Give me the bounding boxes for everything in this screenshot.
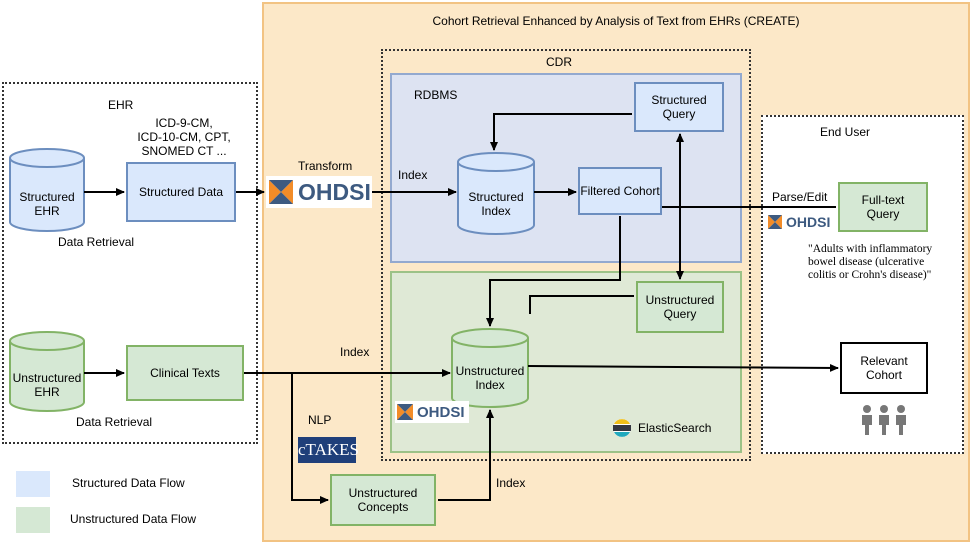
legend-unstructured-label: Unstructured Data Flow	[70, 512, 197, 526]
end-user-container	[761, 115, 964, 454]
unstructured-concepts-box: Unstructured Concepts	[330, 474, 436, 526]
nlp-label: NLP	[308, 413, 332, 427]
legend-structured-label: Structured Data Flow	[72, 476, 185, 490]
rdbms-region	[390, 73, 742, 263]
example-query-text: "Adults with inflammatory bowel disease …	[808, 243, 933, 281]
create-title: Cohort Retrieval Enhanced by Analysis of…	[432, 14, 800, 28]
arrow-concepts-to-index	[438, 409, 494, 501]
cdr-label: CDR	[546, 55, 572, 69]
ohdsi-wordmark: OHDSI	[417, 403, 465, 421]
codes-label: ICD-9-CM, ICD-10-CM, CPT, SNOMED CT ...	[137, 116, 231, 158]
ohdsi-logo-end-user: OHDSI	[766, 212, 836, 232]
data-retrieval-label-1: Data Retrieval	[58, 235, 135, 249]
unstructured-query-box: Unstructured Query	[636, 281, 724, 333]
line-unstructured-query	[529, 295, 634, 314]
rdbms-label: RDBMS	[414, 88, 458, 102]
end-user-label: End User	[820, 125, 871, 139]
index-label-bottom: Index	[496, 476, 526, 490]
ohdsi-wordmark: OHDSI	[298, 178, 371, 205]
filtered-cohort-box: Filtered Cohort	[578, 167, 662, 215]
structured-query-box: Structured Query	[634, 82, 724, 132]
data-retrieval-label-2: Data Retrieval	[76, 415, 153, 429]
structured-index-cylinder	[457, 152, 535, 235]
unstructured-index-cylinder	[451, 328, 529, 408]
structured-data-box: Structured Data	[126, 162, 236, 222]
arrow-filtered-to-unstructured-index	[486, 216, 621, 327]
ctakes-label: cTAKES	[298, 440, 359, 459]
fulltext-query-box: Full-text Query	[838, 182, 928, 232]
clinical-texts-box: Clinical Texts	[126, 345, 244, 401]
ohdsi-mark-icon	[269, 180, 293, 204]
ohdsi-logo-cdr: OHDSI	[395, 401, 469, 423]
cdr-container	[381, 49, 751, 461]
arrow-structured-query-to-index	[490, 113, 632, 151]
unstructured-ehr-cylinder	[9, 331, 85, 412]
index-label-mid: Index	[340, 345, 370, 359]
unstructured-index-label: Unstructured Index	[455, 364, 525, 392]
arrow-clinical-texts-to-concepts	[244, 372, 329, 504]
elasticsearch-icon	[613, 419, 631, 437]
arrow-index-to-relevant-cohort	[527, 363, 839, 372]
structured-ehr-label: Structured EHR	[19, 190, 75, 218]
ohdsi-logo-transform: OHDSI	[266, 176, 372, 208]
ehr-label: EHR	[108, 98, 134, 112]
transform-label: Transform	[298, 159, 353, 173]
unstructured-ehr-label: Unstructured EHR	[12, 371, 82, 399]
elasticsearch-label: ElasticSearch	[638, 421, 712, 435]
ohdsi-wordmark: OHDSI	[786, 214, 831, 230]
people-icon	[862, 405, 906, 435]
structured-index-label: Structured Index	[468, 190, 524, 218]
relevant-cohort-box: Relevant Cohort	[840, 342, 928, 394]
structured-ehr-cylinder	[9, 148, 85, 232]
ohdsi-mark-icon	[768, 215, 782, 229]
parse-edit-label: Parse/Edit	[772, 190, 828, 204]
index-label-top: Index	[398, 168, 428, 182]
legend-unstructured-swatch	[16, 507, 50, 533]
legend-structured-swatch	[16, 471, 50, 497]
ohdsi-mark-icon	[397, 404, 413, 420]
ctakes-logo: cTAKES	[298, 437, 359, 463]
